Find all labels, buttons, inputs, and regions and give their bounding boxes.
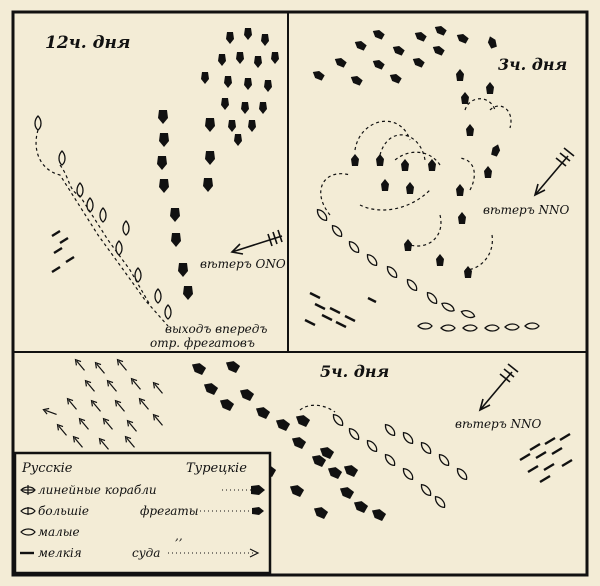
legend-russian-header: Русскіе (21, 461, 73, 476)
legend-label-ships-of-line: линейные корабли (38, 483, 157, 497)
wind-label-noon: вѣтеръ ONO (200, 257, 286, 271)
russian-column-noon (34, 115, 172, 320)
legend-label-small: малые (38, 525, 80, 539)
small-vessels-noon (51, 229, 75, 274)
wind-arrow-noon (230, 229, 283, 255)
turkish-swarm-three (310, 23, 502, 278)
legend-label-minor: мелкія (38, 546, 82, 560)
legend-row-large-frigates: большіе фрегаты (20, 504, 264, 518)
outer-frame (11, 10, 589, 577)
panel-three: 3ч. дня (304, 23, 575, 332)
wind-label-three: вѣтеръ NNO (483, 203, 570, 217)
wind-arrow-five (478, 363, 519, 412)
panel-five-title: 5ч. дня (320, 362, 389, 381)
legend-box (13, 451, 272, 575)
panel-three-title: 3ч. дня (498, 55, 567, 74)
turkish-swarm-five (41, 357, 166, 452)
wind-label-five: вѣтеръ NNO (455, 417, 542, 431)
panel-noon-title: 12ч. дня (45, 33, 130, 53)
legend-row-minor-vessels: мелкія суда (20, 546, 260, 560)
panel-noon: 12ч. дня (34, 28, 286, 350)
maneuver-arcs-three (320, 98, 512, 271)
note-line1-noon: выходъ впередъ (165, 322, 267, 336)
russian-column-three (314, 207, 540, 332)
wake-trail-five (299, 404, 336, 413)
small-vessels-five (519, 432, 573, 484)
legend-turkish-header: Турецкіе (186, 461, 247, 476)
note-line2-noon: отр. фрегатовъ (150, 336, 255, 350)
legend-label-ditto: ,, (175, 529, 183, 543)
legend-label-vessels: суда (132, 546, 160, 560)
wake-trail-noon-2 (59, 164, 151, 306)
legend-row-small-frigates: малые ,, (20, 525, 183, 543)
legend-label-large: большіе (38, 504, 89, 518)
turkish-column-noon (157, 110, 215, 300)
small-vessels-three (304, 291, 377, 329)
legend: Русскіе Турецкіе линейные корабли больші… (13, 451, 272, 575)
wind-arrow-three (533, 147, 575, 197)
panel-five: 5ч. дня (41, 357, 573, 522)
legend-label-frigates: фрегаты (140, 504, 199, 518)
wake-trail-noon-1 (35, 129, 169, 327)
legend-row-ships-of-line: линейные корабли (20, 483, 265, 497)
